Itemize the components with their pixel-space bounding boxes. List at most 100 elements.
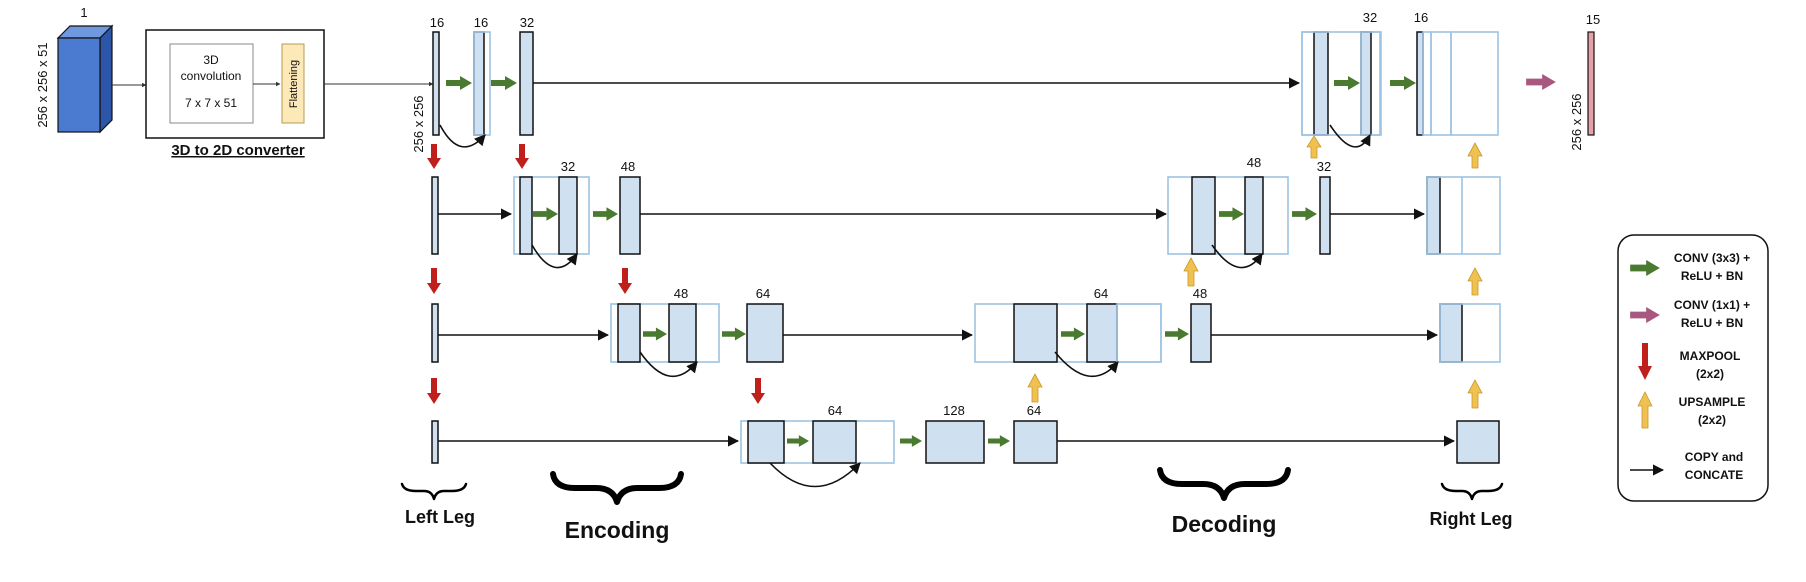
conv3-arrow	[988, 435, 1010, 447]
encoding-label: Encoding	[565, 517, 670, 543]
legend-conv3-line2: ReLU + BN	[1681, 269, 1743, 283]
count-l3-b: 64	[756, 286, 770, 301]
conv3-arrow	[787, 435, 809, 447]
count-l4-c: 64	[1027, 403, 1041, 418]
row2-dec-out-block	[1319, 176, 1331, 255]
legend-upsample-line2: (2x2)	[1698, 413, 1726, 427]
row2-dec-ghost	[1167, 176, 1289, 255]
residual-arrow	[769, 462, 861, 488]
conv3-arrow	[491, 76, 517, 90]
count-output: 15	[1586, 12, 1600, 27]
input-volume	[56, 24, 114, 134]
conv3-arrow	[593, 207, 618, 221]
upsample-arrow	[1183, 257, 1199, 287]
legend-conv1-line1: CONV (1x1) +	[1674, 298, 1750, 312]
maxpool-arrow	[515, 144, 529, 169]
count-d1-b: 16	[1414, 10, 1428, 25]
row1-dec-block-32	[1360, 31, 1372, 136]
conv3-arrow	[1061, 327, 1085, 341]
row1-dec-block	[1313, 31, 1329, 136]
row4-block-64	[812, 420, 857, 464]
residual-arrow	[1329, 124, 1371, 148]
right-leg-label: Right Leg	[1430, 509, 1513, 529]
count-l4-b: 128	[943, 403, 965, 418]
decoding-label: Decoding	[1172, 511, 1277, 537]
row1-dec-ghost-wide	[1301, 31, 1381, 136]
row1-right-leg-block	[1416, 31, 1424, 136]
row1-left-leg-block	[432, 31, 440, 136]
legend-maxpool-icon	[1638, 343, 1652, 380]
upsample-arrow	[1467, 142, 1483, 169]
conv3-arrow	[446, 76, 472, 90]
conv1-arrow	[1526, 74, 1556, 90]
row2-left-leg-block	[431, 176, 439, 255]
row3-dec-out-block	[1190, 303, 1212, 363]
legend-conv3-line1: CONV (3x3) +	[1674, 251, 1750, 265]
count-l4-a: 64	[828, 403, 842, 418]
row2-enc-ghost	[513, 176, 590, 255]
row1-block-32	[519, 31, 534, 136]
conv3d-box	[169, 43, 254, 124]
count-d3: 64	[1094, 286, 1108, 301]
ghost-block	[1422, 31, 1432, 136]
row3-block-48	[668, 303, 697, 363]
row4-block-a	[747, 420, 785, 464]
upsample-arrow	[1467, 379, 1483, 409]
maxpool-arrow	[427, 144, 441, 169]
input-channels-label: 1	[80, 5, 87, 20]
upsample-arrow	[1467, 267, 1483, 296]
legend-maxpool-line2: (2x2)	[1696, 367, 1724, 381]
row2-block-48	[619, 176, 641, 255]
conv3d-line2: convolution	[181, 69, 242, 83]
count-d2: 48	[1247, 155, 1261, 170]
conv3-arrow	[722, 327, 746, 341]
legend-maxpool-line1: MAXPOOL	[1680, 349, 1741, 363]
count-l2-a: 32	[561, 159, 575, 174]
legend-box	[1617, 234, 1769, 502]
residual-arrow	[531, 244, 578, 269]
row2-dec-block-48	[1244, 176, 1264, 255]
dims-right-label: 256 x 256	[1569, 93, 1584, 150]
row3-dec-block	[1013, 303, 1058, 363]
row3-block-a	[617, 303, 641, 363]
count-d1-a: 32	[1363, 10, 1377, 25]
row2-block-32	[558, 176, 578, 255]
legend-copy-line2: CONCATE	[1685, 468, 1743, 482]
residual-arrow	[639, 351, 698, 378]
conv3-arrow	[1292, 207, 1317, 221]
maxpool-arrow	[427, 378, 441, 404]
row4-left-leg-block	[431, 420, 439, 464]
row3-right-leg-block	[1439, 303, 1463, 363]
residual-arrow	[439, 124, 486, 148]
ghost-block	[1450, 31, 1499, 136]
upsample-arrow	[1027, 373, 1043, 403]
upsample-arrow	[1306, 135, 1322, 159]
encoding-brace	[550, 471, 684, 505]
conv3-arrow	[1219, 207, 1244, 221]
row2-dec-block	[1191, 176, 1216, 255]
conv3-arrow	[900, 435, 922, 447]
legend-upsample-icon	[1637, 391, 1653, 429]
right-leg-brace	[1440, 482, 1504, 501]
row2-right-ghost	[1426, 176, 1501, 255]
row4-right-leg-block	[1456, 420, 1500, 464]
conv3-arrow	[1334, 76, 1360, 90]
row3-right-ghost	[1439, 303, 1501, 363]
conv3d-line1: 3D	[203, 53, 219, 67]
conv3-arrow	[1165, 327, 1189, 341]
row1-dec-ghost-2	[1360, 31, 1382, 136]
conv3-arrow	[1390, 76, 1416, 90]
maxpool-arrow	[751, 378, 765, 404]
input-size-label: 256 x 256 x 51	[35, 42, 50, 127]
legend-upsample-line1: UPSAMPLE	[1679, 395, 1746, 409]
row3-block-64	[746, 303, 784, 363]
count-l2-b: 48	[621, 159, 635, 174]
row4-block-128	[925, 420, 985, 464]
residual-arrow	[1054, 351, 1119, 378]
count-l1-c: 32	[520, 15, 534, 30]
row2-right-leg-block	[1426, 176, 1441, 255]
maxpool-arrow	[618, 268, 632, 294]
flattening-label: Flattening	[288, 60, 300, 108]
legend-conv1-line2: ReLU + BN	[1681, 316, 1743, 330]
